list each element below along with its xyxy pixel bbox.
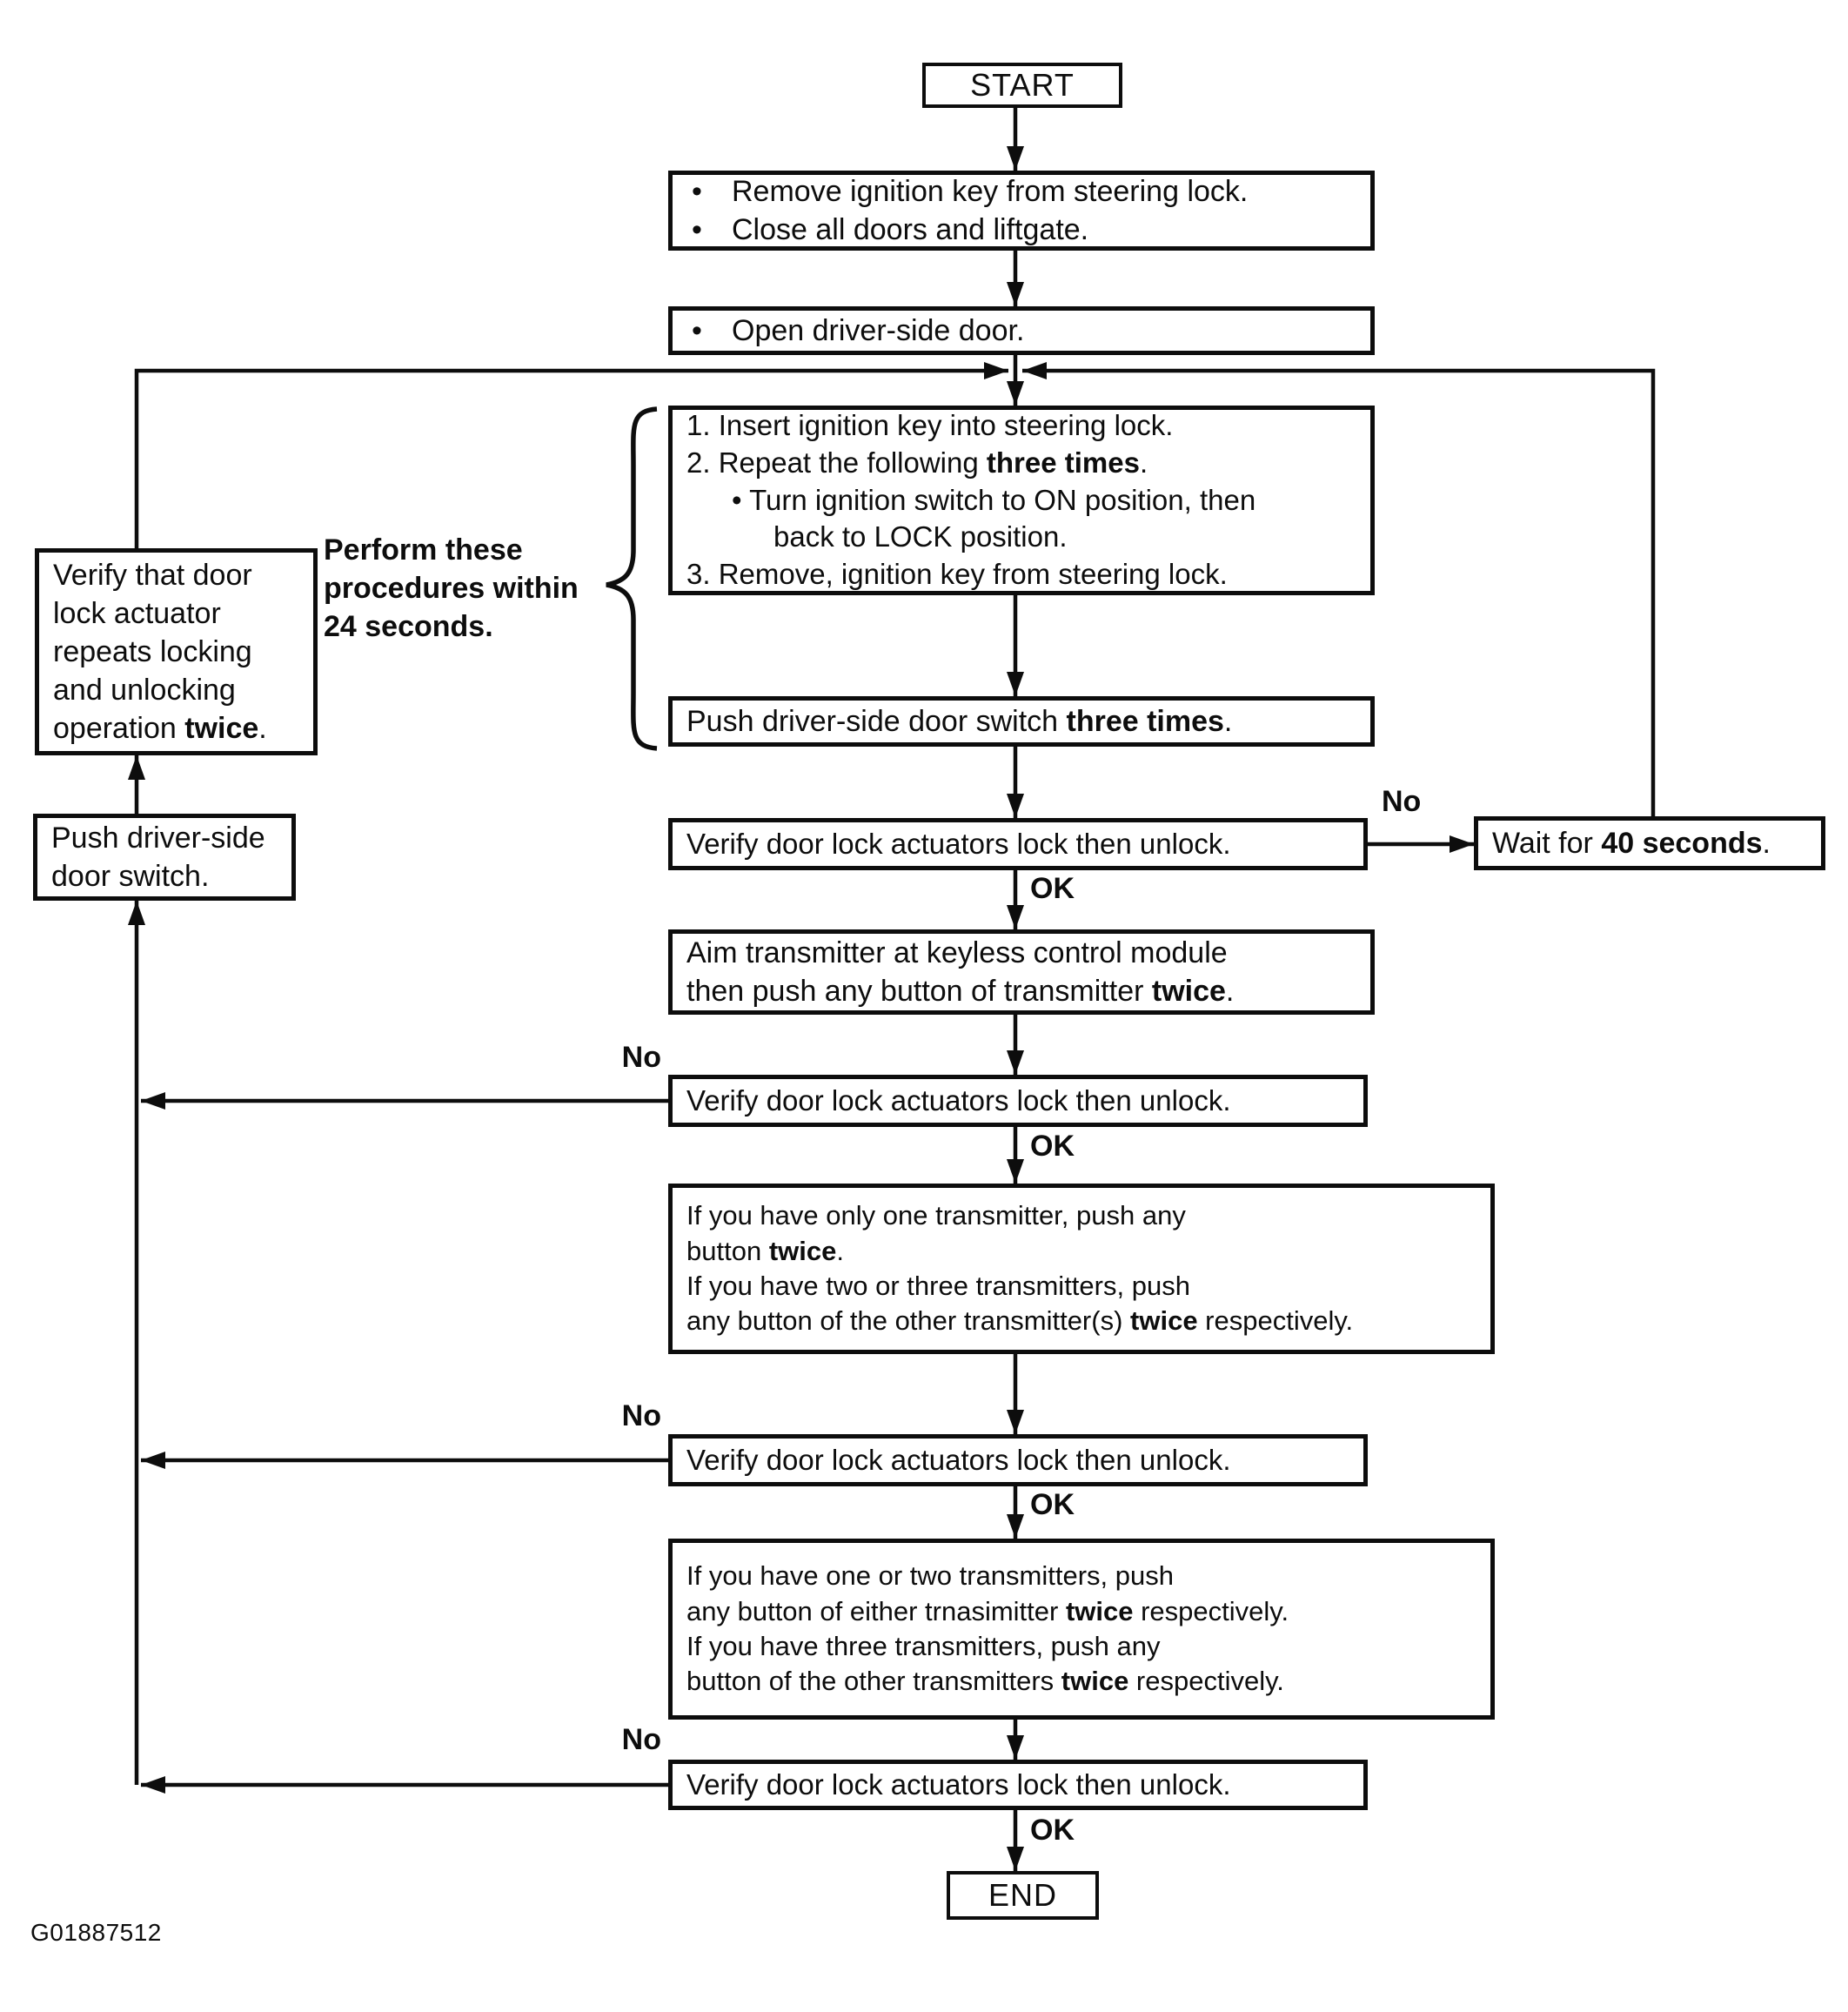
push-three-box: Push driver-side door switch three times…	[668, 696, 1375, 747]
key-cycle-box: 1. Insert ignition key into steering loc…	[668, 406, 1375, 595]
verify-lock-2-box: Verify door lock actuators lock then unl…	[668, 1075, 1368, 1127]
verify-lock-1-box: Verify door lock actuators lock then unl…	[668, 818, 1368, 870]
ok-label-2: OK	[1030, 1130, 1075, 1163]
verify-lock-3-box: Verify door lock actuators lock then unl…	[668, 1434, 1368, 1486]
no-label-2: No	[621, 1041, 661, 1074]
figure-id: G01887512	[30, 1919, 162, 1946]
prep-box: •Remove ignition key from steering lock.…	[668, 171, 1375, 251]
no-label-4: No	[621, 1723, 661, 1756]
ok-label-1: OK	[1030, 872, 1075, 905]
no-label-3: No	[621, 1399, 661, 1432]
start-node: START	[922, 63, 1122, 108]
ok-label-4: OK	[1030, 1814, 1075, 1847]
one-transmitter-box: If you have only one transmitter, push a…	[668, 1184, 1495, 1354]
multi-transmitter-box: If you have one or two transmitters, pus…	[668, 1539, 1495, 1720]
end-node: END	[947, 1871, 1099, 1920]
no-label-1: No	[1382, 785, 1422, 818]
verify-lock-4-box: Verify door lock actuators lock then unl…	[668, 1760, 1368, 1810]
open-door-box: •Open driver-side door.	[668, 306, 1375, 355]
ok-label-3: OK	[1030, 1488, 1075, 1521]
wait-40-seconds-box: Wait for 40 seconds.	[1474, 816, 1825, 870]
aim-transmitter-box: Aim transmitter at keyless control modul…	[668, 929, 1375, 1015]
